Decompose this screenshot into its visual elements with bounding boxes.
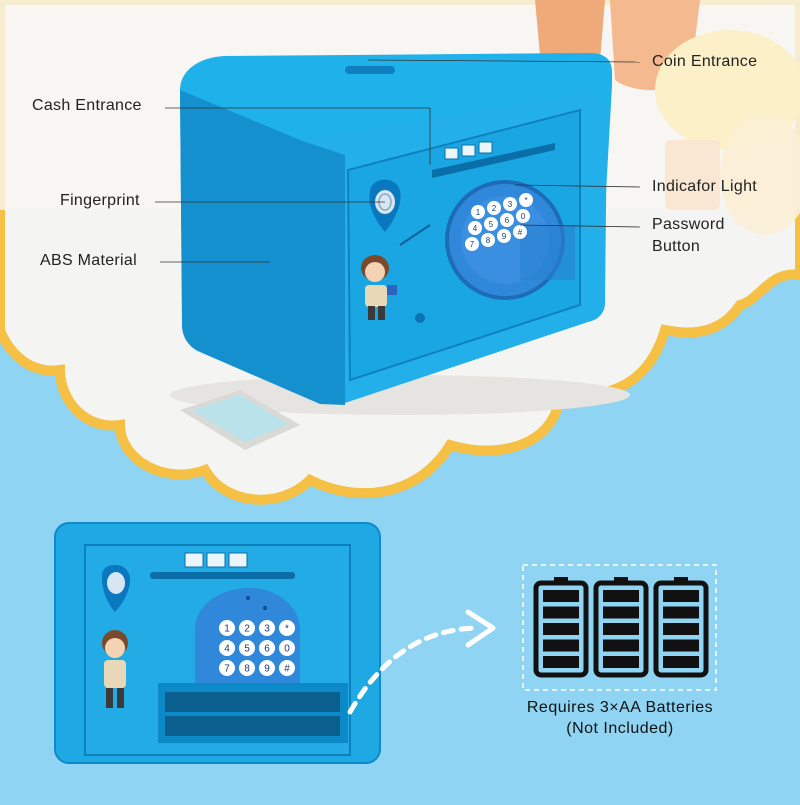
keypad-key bbox=[279, 620, 295, 636]
password-button-label-line1: Password bbox=[652, 216, 725, 233]
battery-compartment-view: 1 2 3 * 4 5 6 0 7 8 9 # bbox=[54, 522, 381, 764]
battery-icons bbox=[533, 577, 709, 678]
keypad-key bbox=[279, 640, 295, 656]
keypad-key-label: # bbox=[518, 228, 523, 237]
keypad-key-label: 7 bbox=[470, 240, 475, 249]
keypad-key-label: 2 bbox=[492, 204, 497, 213]
keypad-3d: 1 2 3 * 4 5 6 0 7 8 9 # bbox=[465, 193, 533, 251]
keypad-key bbox=[497, 229, 511, 243]
keypad-key-label: 0 bbox=[284, 644, 290, 655]
keypad-key bbox=[468, 221, 482, 235]
battery-panel bbox=[522, 564, 717, 691]
keypad-key-label: 6 bbox=[264, 644, 270, 655]
keypad-key bbox=[239, 620, 255, 636]
keypad-key bbox=[487, 201, 501, 215]
keypad-2d: 1 2 3 * 4 5 6 0 7 8 9 # bbox=[219, 596, 295, 676]
piggy-bank-safe: 1 2 3 * 4 5 6 0 7 8 9 # bbox=[180, 53, 612, 405]
keypad-key bbox=[279, 660, 295, 676]
battery-icon bbox=[533, 577, 589, 678]
keypad-key bbox=[481, 233, 495, 247]
keypad-key-label: 7 bbox=[224, 664, 230, 675]
keypad-key-label: 6 bbox=[505, 216, 510, 225]
keypad-key bbox=[503, 197, 517, 211]
keypad-key-label: 9 bbox=[502, 232, 507, 241]
dashed-arrow bbox=[347, 609, 496, 715]
cash-slot bbox=[432, 143, 555, 178]
keypad-key-label: 4 bbox=[224, 644, 230, 655]
keypad-key-label: * bbox=[285, 624, 289, 635]
abs-material-label: ABS Material bbox=[40, 252, 137, 269]
keypad-key bbox=[219, 640, 235, 656]
keypad-key bbox=[484, 217, 498, 231]
coin-slot bbox=[345, 66, 395, 74]
keypad-key bbox=[465, 237, 479, 251]
keypad-key bbox=[516, 209, 530, 223]
key-lock bbox=[415, 313, 425, 323]
keypad-key bbox=[259, 620, 275, 636]
password-button-label-line2: Button bbox=[652, 238, 701, 255]
battery-icon bbox=[653, 577, 709, 678]
keypad-key bbox=[471, 205, 485, 219]
keypad-key-label: 5 bbox=[489, 220, 494, 229]
keypad-key bbox=[513, 225, 527, 239]
boy-sticker bbox=[361, 255, 397, 320]
cash-entrance-label: Cash Entrance bbox=[32, 97, 142, 114]
keypad-key-label: 5 bbox=[244, 644, 250, 655]
keypad-key bbox=[519, 193, 533, 207]
coin-entrance-label: Coin Entrance bbox=[652, 53, 758, 70]
keypad-key bbox=[239, 640, 255, 656]
keypad-key-label: 8 bbox=[244, 664, 250, 675]
keypad-key-label: 1 bbox=[224, 624, 230, 635]
keypad-key-label: 8 bbox=[486, 236, 491, 245]
keypad-key-label: 3 bbox=[508, 200, 513, 209]
keypad-key-label: * bbox=[524, 196, 527, 205]
keypad-key-label: 9 bbox=[264, 664, 270, 675]
battery-caption-line2: (Not Included) bbox=[566, 720, 674, 737]
fingerprint-label: Fingerprint bbox=[60, 192, 140, 209]
battery-icon bbox=[593, 577, 649, 678]
keypad-key-label: 1 bbox=[476, 208, 481, 217]
keypad-key bbox=[239, 660, 255, 676]
indicator-lights bbox=[444, 141, 493, 160]
keypad-key bbox=[219, 660, 235, 676]
keypad-key bbox=[219, 620, 235, 636]
vase-decor bbox=[535, 0, 605, 70]
battery-caption-line1: Requires 3×AA Batteries bbox=[526, 699, 714, 716]
keypad-key-label: # bbox=[284, 664, 290, 675]
keypad-key-label: 4 bbox=[473, 224, 478, 233]
keypad-key bbox=[500, 213, 514, 227]
indicator-light-label: Indicafor Light bbox=[652, 178, 758, 195]
keypad-key bbox=[259, 640, 275, 656]
keypad-key bbox=[259, 660, 275, 676]
keypad-key-label: 0 bbox=[521, 212, 526, 221]
callout-lines bbox=[155, 59, 641, 263]
keypad-key-label: 3 bbox=[264, 624, 270, 635]
keypad-key-label: 2 bbox=[244, 624, 250, 635]
